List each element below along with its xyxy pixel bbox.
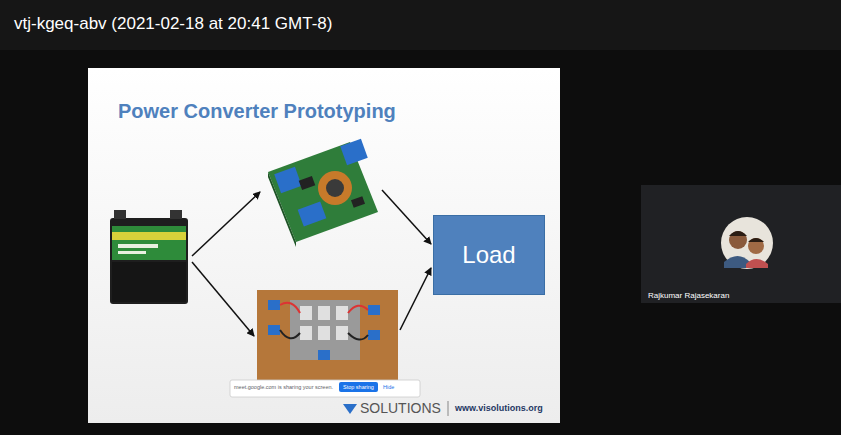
share-notice: meet.google.com is sharing your screen.	[234, 384, 333, 390]
load-box: Load	[433, 215, 545, 295]
participant-name: Rajkumar Rajasekaran	[648, 291, 729, 300]
slide-title: Power Converter Prototyping	[118, 100, 396, 123]
avatar	[721, 217, 773, 269]
share-bar	[230, 380, 420, 397]
converter-board-picture	[268, 139, 378, 247]
website: www.visolutions.org	[455, 403, 543, 413]
logo-mark	[343, 404, 357, 414]
logo-text: SOLUTIONS	[360, 400, 441, 416]
battery-picture	[110, 210, 188, 304]
meeting-id: vtj-kgeq-abv (2021-02-18 at 20:41 GMT-8)	[14, 14, 332, 34]
flow-arrows	[192, 190, 431, 336]
top-bar	[0, 0, 841, 50]
prototype-board-picture	[257, 290, 398, 380]
node-label: Load	[462, 241, 515, 269]
participant-tile	[641, 185, 841, 303]
hide-button: Hide	[383, 384, 394, 390]
stop-sharing-button: Stop sharing	[339, 382, 378, 392]
slide	[88, 68, 560, 423]
footer-divider	[448, 401, 449, 416]
